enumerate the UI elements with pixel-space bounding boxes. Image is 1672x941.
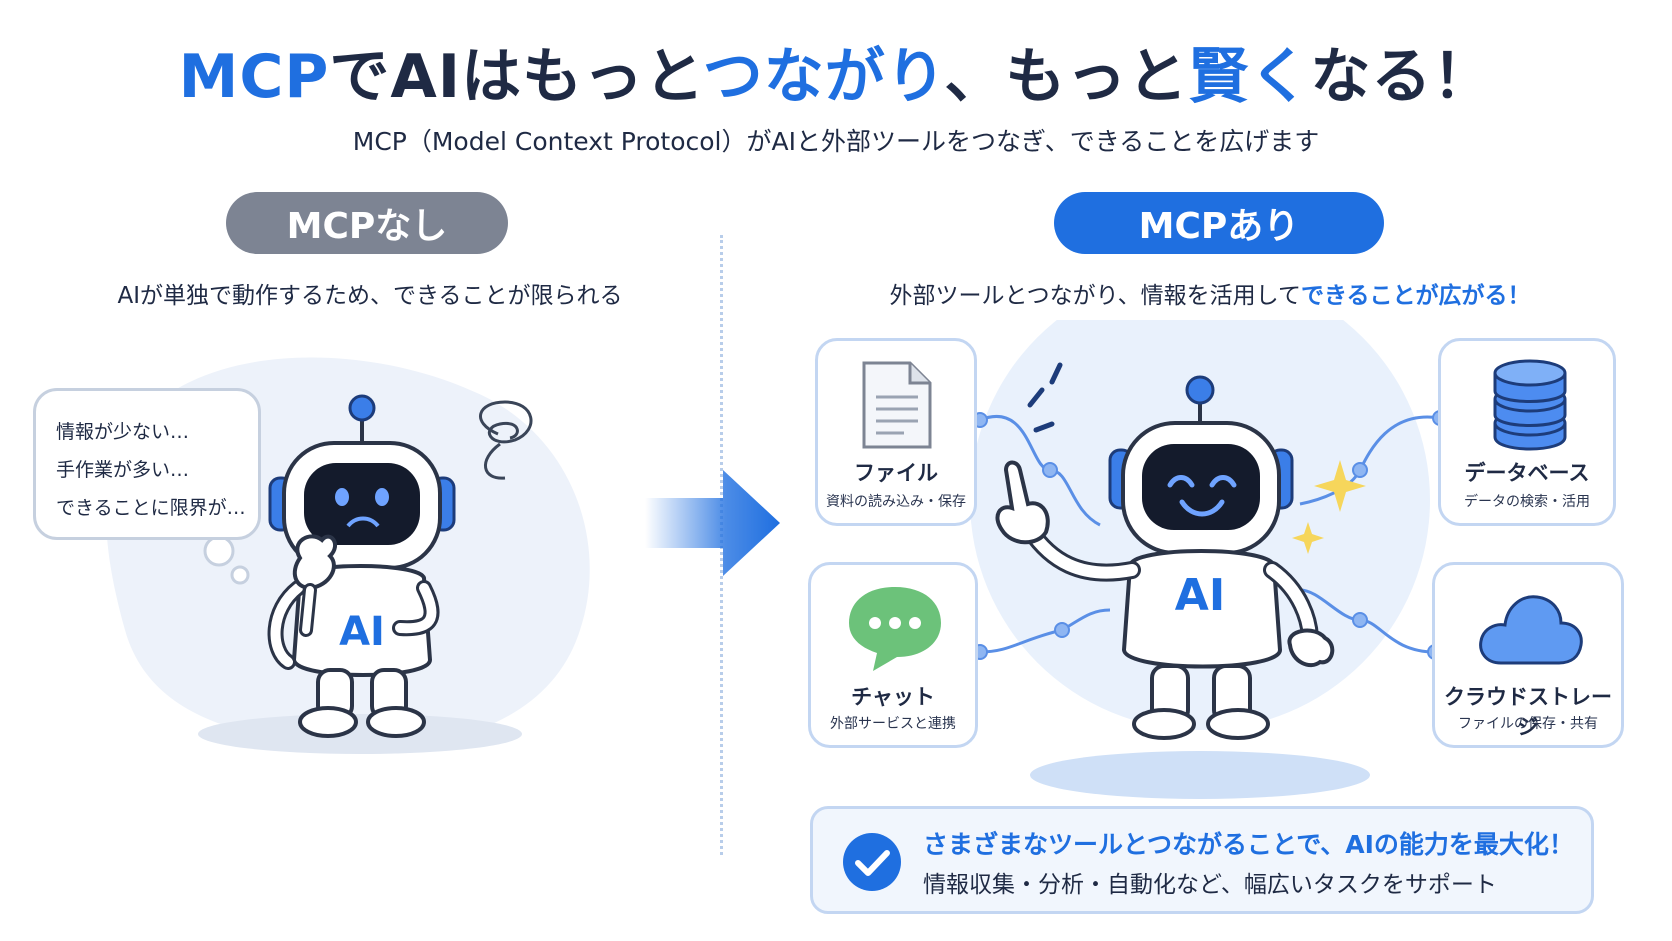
callout-detail: 情報収集・分析・自動化など、幅広いタスクをサポート (923, 872, 1497, 898)
tool-name: クラウドストレージ (1444, 685, 1612, 739)
bubble-line: 情報が少ない… (56, 421, 190, 443)
bubble-line: 手作業が多い… (56, 459, 190, 481)
tool-description: データの検索・活用 (1464, 494, 1590, 510)
robot-hand (1287, 628, 1335, 668)
callout-headline: さまざまなツールとつながることで、AIの能力を最大化！ (923, 830, 1574, 859)
tool-name: チャット (851, 685, 935, 709)
robot-hand (292, 534, 337, 591)
title-highlight-smart: 賢く (1188, 42, 1311, 112)
tool-description: 資料の読み込み・保存 (826, 494, 966, 510)
tool-description: ファイルの保存・共有 (1458, 716, 1598, 732)
chat-icon (849, 587, 941, 671)
with-mcp-caption: 外部ツールとつながり、情報を活用してできることが広がる！ (820, 276, 1600, 310)
right-robot-illustration: AI (970, 320, 1448, 799)
without-mcp-badge: MCPなし (226, 192, 508, 254)
tool-description: 外部サービスと連携 (830, 716, 956, 732)
sparkle-icon (1314, 460, 1366, 512)
checkmark-icon (843, 833, 901, 891)
title-segment: 、もっと (944, 42, 1189, 112)
benefit-callout: さまざまなツールとつながることで、AIの能力を最大化！ 情報収集・分析・自動化な… (810, 806, 1594, 914)
robot-label: AI (1175, 570, 1225, 621)
title-segment: なる！ (1310, 42, 1494, 112)
subtitle: MCP（Model Context Protocol）がAIと外部ツールをつなぎ… (352, 127, 1320, 156)
antenna-ball (1185, 375, 1215, 405)
tool-card-database: データベース データの検索・活用 (1438, 338, 1616, 526)
right-arrow-icon (645, 470, 780, 576)
cloud-icon (1479, 595, 1583, 665)
pointing-hand (995, 460, 1050, 545)
document-icon (862, 361, 932, 449)
title-mcp: MCP (178, 42, 330, 112)
robot-shadow (198, 714, 522, 754)
bubble-line: できることに限界が… (56, 497, 246, 519)
with-mcp-badge: MCPあり (1054, 192, 1384, 254)
tool-card-cloud: クラウドストレージ ファイルの保存・共有 (1432, 562, 1624, 748)
tool-name: データベース (1464, 461, 1590, 485)
without-mcp-caption: AIが単独で動作するため、できることが限られる (117, 283, 623, 309)
robot-face-screen (304, 463, 420, 545)
title-highlight-connect: つながり (702, 42, 945, 112)
title-segment: でAIはもっと (329, 42, 703, 112)
tool-card-chat: チャット 外部サービスと連携 (808, 562, 978, 748)
thought-dot (203, 535, 235, 567)
thought-bubble: 情報が少ない… 手作業が多い… できることに限界が… (33, 388, 261, 540)
with-mcp-caption-text: 外部ツールとつながり、情報を活用して (889, 283, 1301, 309)
confusion-swirl-icon (479, 400, 533, 480)
tool-card-file: ファイル 資料の読み込み・保存 (815, 338, 977, 526)
with-mcp-caption-highlight: できることが広がる！ (1300, 283, 1531, 309)
sparkle-icon (1292, 522, 1324, 554)
thought-dot (230, 565, 250, 585)
robot-shadow (1030, 751, 1370, 799)
antenna-ball (348, 394, 376, 422)
robot-label: AI (339, 609, 385, 655)
robot-face-screen (1142, 444, 1260, 530)
robot-body (1121, 549, 1283, 669)
tool-name: ファイル (854, 461, 938, 485)
database-icon (1493, 359, 1567, 451)
page-title: MCPでAIはもっとつながり、もっと賢くなる！ (0, 28, 1672, 115)
